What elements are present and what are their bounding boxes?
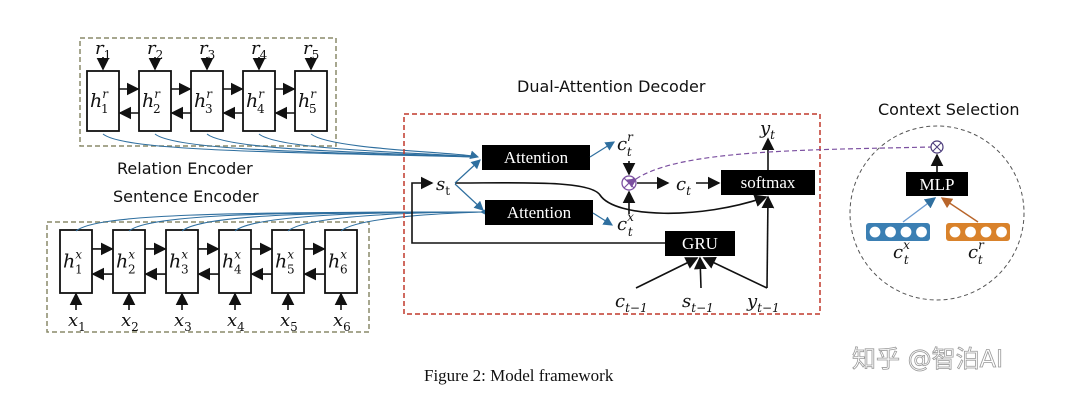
input-token: x5 — [280, 310, 298, 334]
vector-body — [946, 223, 1010, 241]
context-selection-title: Context Selection — [878, 100, 1020, 119]
vector-unit — [994, 225, 1009, 239]
decoder-title: Dual-Attention Decoder — [517, 77, 706, 96]
attention-arrows — [454, 141, 616, 226]
hidden-state-box — [218, 229, 252, 294]
decoder-frame — [403, 113, 821, 315]
hidden-state-box — [59, 229, 93, 294]
hidden-state-box — [294, 70, 328, 132]
input-token: r5 — [303, 38, 319, 62]
sentence-encoder-title: Sentence Encoder — [113, 187, 259, 206]
sentence-encoder-frame — [46, 221, 370, 333]
vector-unit — [883, 225, 898, 239]
gate-link — [626, 146, 933, 188]
relation-encoder-title: Relation Encoder — [117, 159, 253, 178]
hidden-state-box — [324, 229, 358, 294]
relation-link — [310, 133, 480, 160]
encoder-attention-links — [75, 133, 489, 232]
input-token: x3 — [174, 310, 192, 334]
multiply-gate-icon — [621, 175, 637, 191]
context-ct: ct — [676, 174, 691, 198]
svg-text:GRU: GRU — [682, 234, 718, 253]
relation-link — [206, 133, 479, 158]
vector-unit — [979, 225, 993, 239]
output-yt: yt — [759, 118, 775, 142]
gru-block: GRU — [665, 231, 735, 256]
input-token: r4 — [251, 38, 268, 62]
input-token: x6 — [333, 310, 351, 334]
sentence-link — [287, 211, 482, 232]
vector-body — [866, 223, 930, 241]
hidden-state-box — [138, 70, 172, 132]
watermark: 知乎 @智泊AI — [852, 345, 1003, 373]
input-token: x1 — [68, 310, 86, 334]
sentence-link — [340, 207, 489, 232]
hidden-state-box — [165, 229, 199, 294]
vector-unit — [868, 225, 882, 239]
relation-link — [154, 133, 479, 158]
input-token: r1 — [95, 38, 111, 62]
vector-unit — [948, 225, 962, 239]
hidden-state-box — [86, 70, 120, 132]
ctx-x-to-mlp — [902, 197, 937, 223]
relation-link — [258, 133, 479, 158]
svg-text:softmax: softmax — [741, 173, 796, 192]
input-token: r3 — [199, 38, 215, 62]
ctx-r-vector — [946, 223, 1010, 241]
input-token: x4 — [227, 310, 245, 334]
cs-multiply-icon — [930, 140, 944, 154]
svg-text:Attention: Attention — [507, 203, 572, 222]
vector-unit — [899, 225, 913, 239]
hidden-state-box — [190, 70, 224, 132]
prev-context: ct−1 — [615, 291, 648, 315]
hidden-state-box — [242, 70, 276, 132]
input-token: r2 — [147, 38, 163, 62]
state-st: st — [436, 174, 450, 198]
prev-output: yt−1 — [746, 291, 780, 315]
mlp-block: MLP — [906, 172, 968, 196]
input-token: x2 — [121, 310, 139, 334]
attention-top-block: Attention — [482, 145, 590, 170]
ctx-x-vector — [866, 223, 930, 241]
ctx-r-to-mlp — [940, 197, 979, 223]
attention-bottom-block: Attention — [485, 200, 593, 225]
svg-text:MLP: MLP — [920, 175, 955, 194]
svg-text:Attention: Attention — [504, 148, 569, 167]
figure-caption: Figure 2: Model framework — [424, 366, 614, 385]
decoder-arrows — [411, 137, 775, 289]
vector-unit — [963, 225, 978, 239]
prev-state: st−1 — [682, 291, 714, 315]
softmax-block: softmax — [721, 170, 815, 195]
context-selection-circle — [849, 125, 1025, 301]
vector-unit — [914, 225, 929, 239]
